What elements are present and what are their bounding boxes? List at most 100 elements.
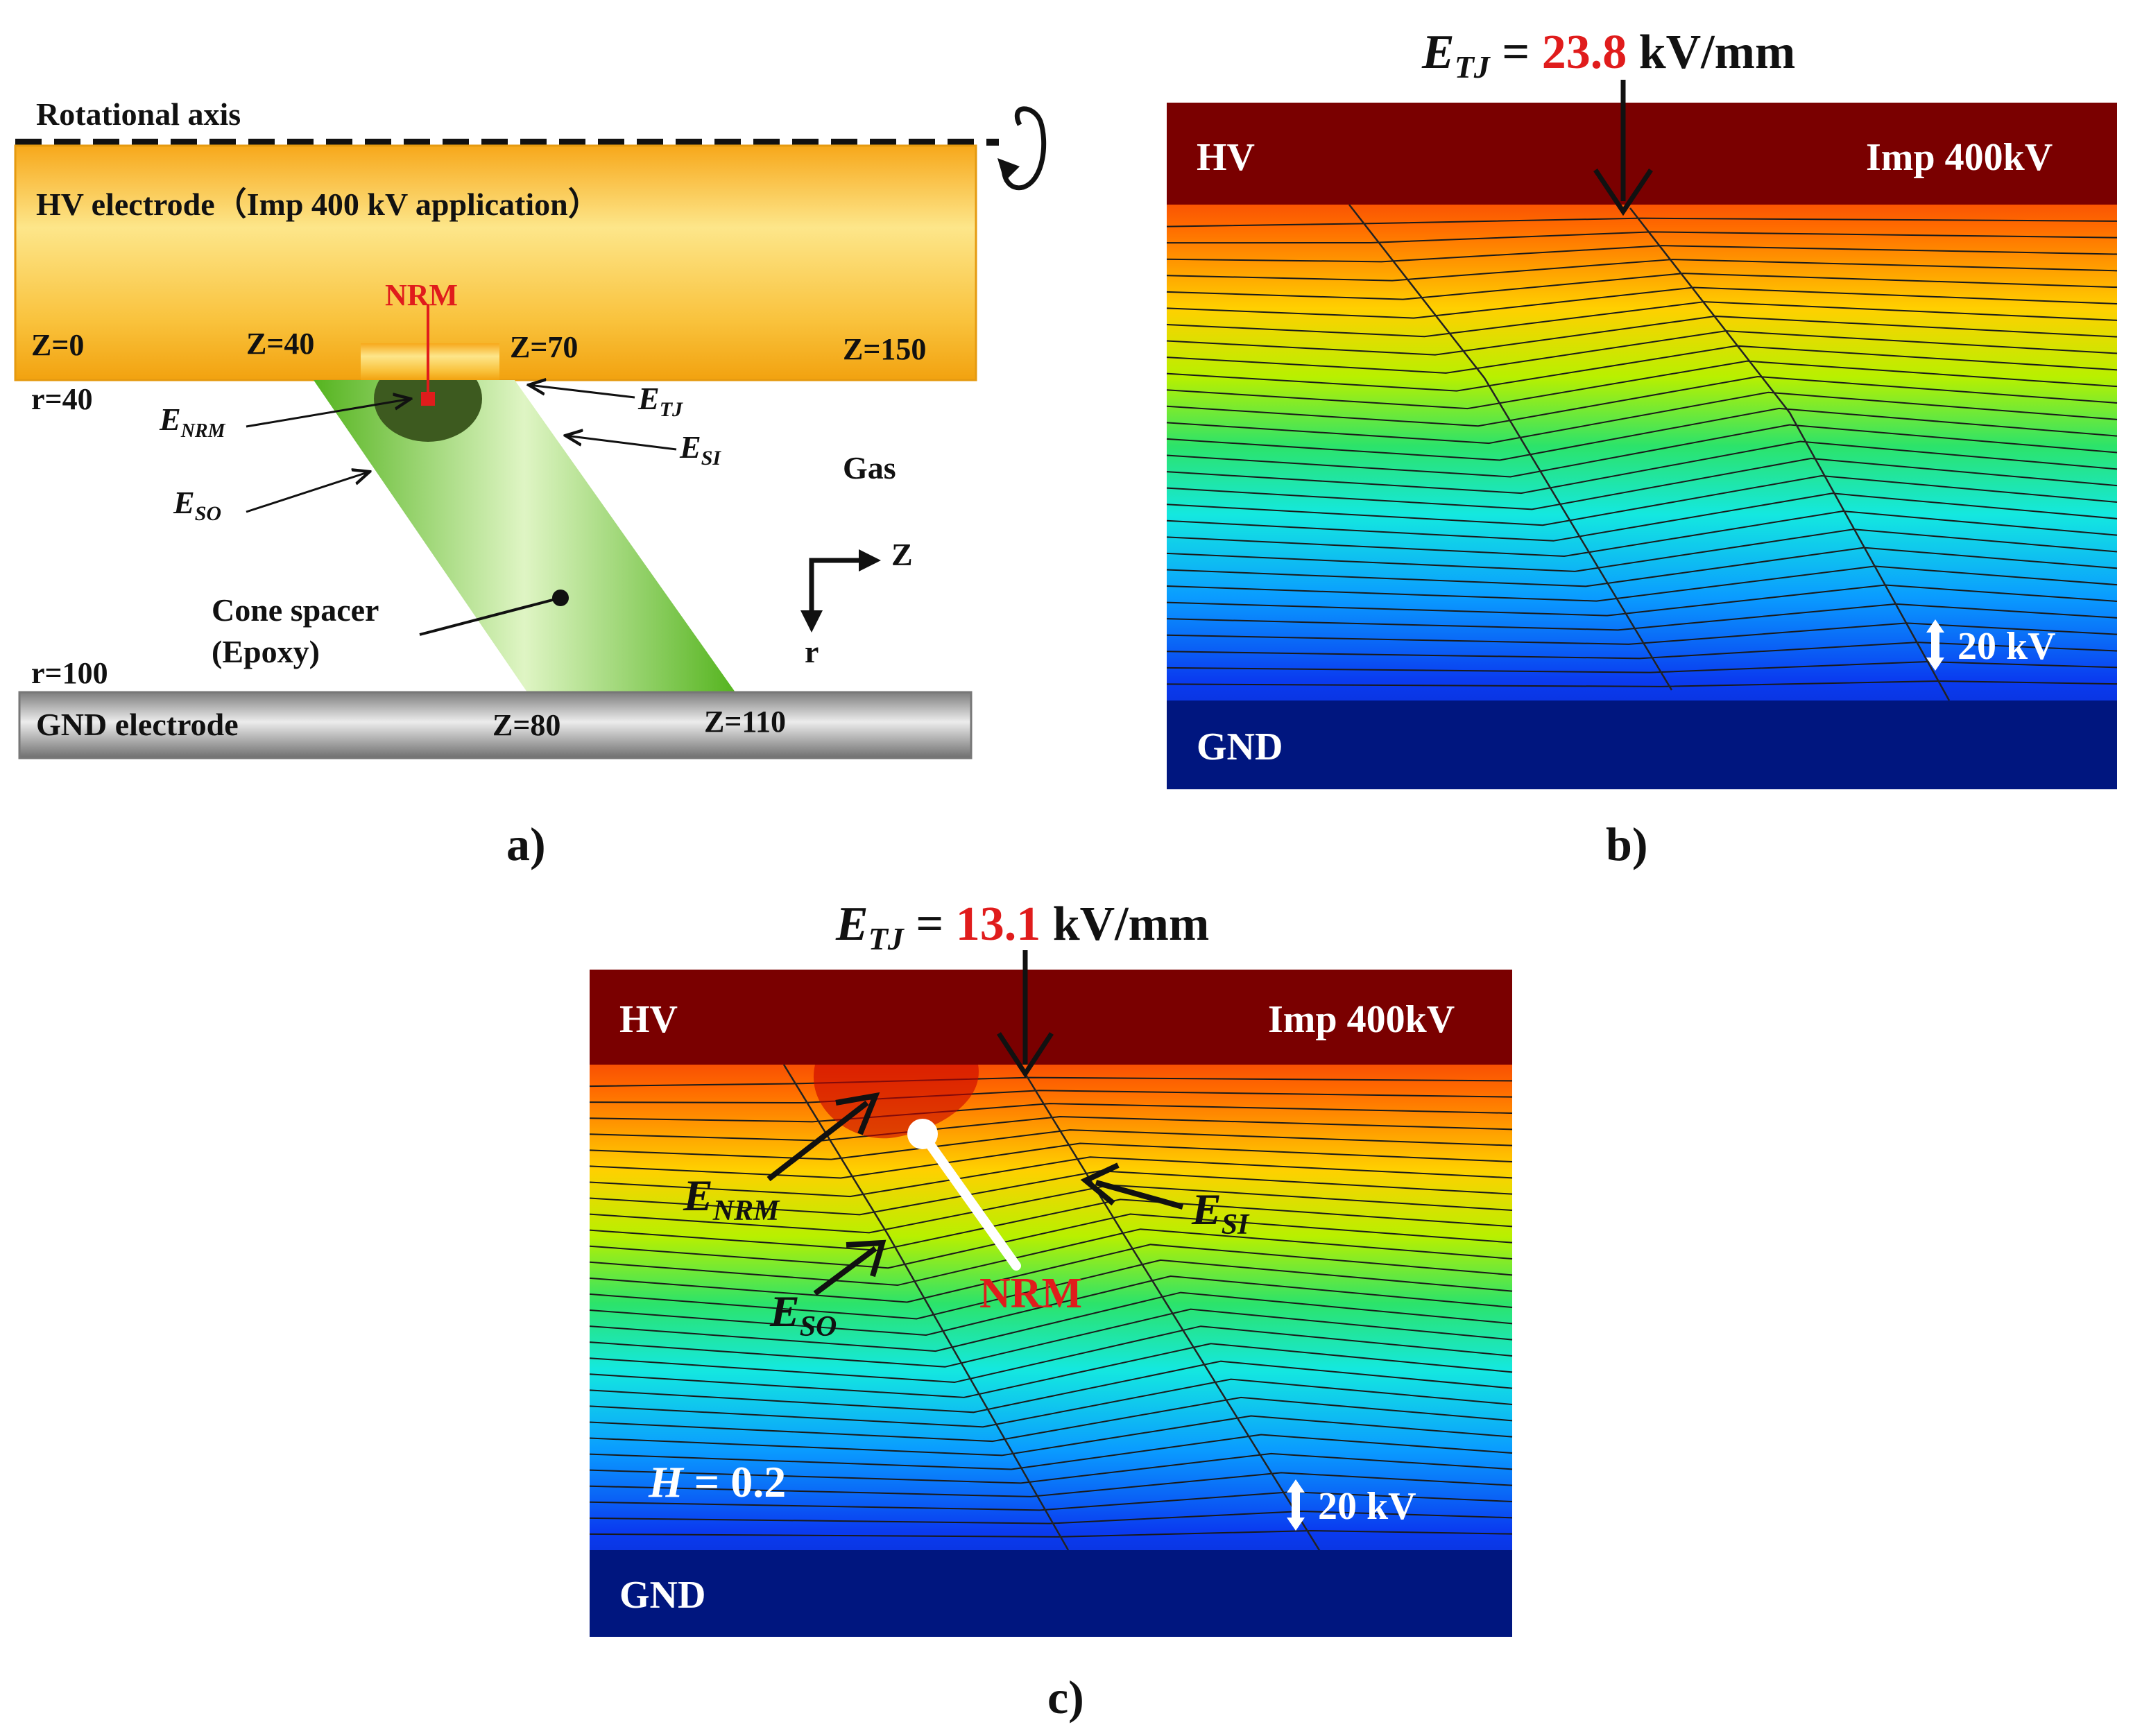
rotational-axis-label: Rotational axis bbox=[36, 96, 241, 132]
z70-label: Z=70 bbox=[510, 330, 578, 364]
equipotential-line bbox=[1166, 375, 2118, 427]
panel-a: Rotational axis HV electrode（Imp 400 kV … bbox=[14, 96, 1047, 870]
z110-label: Z=110 bbox=[704, 705, 786, 739]
hv-electrode-label: HV electrode（Imp 400 kV application） bbox=[36, 187, 600, 222]
hv-label-c: HV bbox=[619, 998, 678, 1041]
spacer-interface-right-b bbox=[1629, 207, 1951, 701]
e-so-arrowhead-c bbox=[846, 1239, 886, 1278]
equipotential-line bbox=[1166, 259, 2118, 282]
equipotential-line bbox=[1166, 528, 2118, 572]
etj-readout-c: ETJ = 13.1 kV/mm bbox=[835, 897, 1209, 956]
equipotential-line bbox=[1166, 330, 2118, 374]
equipotential-line bbox=[1166, 565, 2118, 602]
axis-r-label: r bbox=[805, 634, 819, 669]
equipotential-line bbox=[589, 1510, 1513, 1524]
equipotential-line bbox=[1166, 424, 2118, 478]
scale-arrow-icon-c bbox=[1287, 1479, 1305, 1531]
e-si-arrow bbox=[565, 436, 677, 451]
imp-label-c: Imp 400kV bbox=[1268, 998, 1455, 1041]
equipotential-line bbox=[589, 1360, 1513, 1413]
etj-readout-b: ETJ = 23.8 kV/mm bbox=[1421, 26, 1795, 85]
imp-label-b: Imp 400kV bbox=[1866, 136, 2053, 179]
equipotential-line bbox=[1166, 217, 2118, 227]
e-so-label-c: ESO bbox=[769, 1287, 837, 1343]
e-so-arrow bbox=[246, 472, 370, 513]
equipotential-lines-c bbox=[589, 1076, 1513, 1538]
equipotential-line bbox=[1166, 474, 2118, 526]
equipotential-line bbox=[589, 1142, 1513, 1179]
equipotential-line bbox=[1166, 458, 2118, 510]
equipotential-line bbox=[589, 1228, 1513, 1287]
gnd-electrode bbox=[18, 691, 973, 759]
equipotential-line bbox=[1166, 642, 2118, 660]
equipotential-line bbox=[589, 1213, 1513, 1269]
equipotential-line bbox=[589, 1434, 1513, 1470]
equipotential-line bbox=[1166, 547, 2118, 587]
nrm-needle-tip-c bbox=[907, 1119, 938, 1149]
panel-b: ETJ = 23.8 kV/mm HV Imp 400kV GND 20 kV … bbox=[1166, 26, 2118, 870]
equipotential-line bbox=[589, 1275, 1513, 1337]
e-nrm-arrow bbox=[246, 399, 411, 428]
equipotential-line bbox=[589, 1291, 1513, 1352]
equipotential-line bbox=[589, 1452, 1513, 1484]
z40-label: Z=40 bbox=[246, 327, 314, 361]
hv-electrode bbox=[14, 144, 977, 381]
e-si-label: ESI bbox=[679, 429, 721, 470]
equipotential-line bbox=[589, 1529, 1513, 1538]
spacer-interface-right-c bbox=[1018, 1064, 1323, 1554]
spacer-label-line1: Cone spacer bbox=[212, 592, 379, 628]
z0-label: Z=0 bbox=[31, 328, 84, 362]
rotation-arrowhead-icon bbox=[997, 158, 1020, 182]
equipotential-lines-b bbox=[1166, 217, 2118, 687]
etj-arrowhead-b bbox=[1593, 169, 1653, 216]
gnd-electrode-label: GND electrode bbox=[36, 707, 239, 742]
spacer-pointer bbox=[419, 596, 561, 636]
equipotential-line bbox=[1166, 407, 2118, 461]
field-map-b bbox=[1167, 103, 2117, 789]
cone-spacer bbox=[314, 380, 735, 692]
scale-label-c: 20 kV bbox=[1318, 1485, 1416, 1528]
equipotential-line bbox=[1166, 680, 2118, 687]
field-map-c bbox=[590, 970, 1512, 1637]
e-nrm-label: ENRM bbox=[159, 402, 226, 442]
equipotential-line bbox=[589, 1259, 1513, 1320]
equipotential-line bbox=[589, 1491, 1513, 1511]
r40-label: r=40 bbox=[31, 382, 93, 416]
scale-arrow-icon-b bbox=[1926, 619, 1944, 671]
equipotential-line bbox=[1166, 492, 2118, 542]
r-axis-arrowhead-icon bbox=[800, 610, 823, 633]
equipotential-line bbox=[589, 1308, 1513, 1368]
spacer-interface-left-c bbox=[782, 1064, 1070, 1551]
hv-label-b: HV bbox=[1197, 136, 1255, 179]
z-axis-arrowhead-icon bbox=[859, 549, 881, 571]
nrm-region-mask bbox=[361, 343, 499, 380]
equipotential-line bbox=[1166, 440, 2118, 495]
caption-a: a) bbox=[506, 818, 546, 870]
equipotential-line bbox=[1166, 622, 2118, 645]
equipotential-line bbox=[1166, 584, 2118, 617]
gnd-label-c: GND bbox=[619, 1574, 705, 1617]
equipotential-line bbox=[1166, 391, 2118, 445]
e-si-arrow-c bbox=[1095, 1180, 1184, 1210]
equipotential-line bbox=[1166, 603, 2118, 631]
axis-z-label: Z bbox=[891, 537, 913, 572]
nrm-label-c: NRM bbox=[979, 1270, 1082, 1317]
rotation-arrow-icon bbox=[1001, 106, 1047, 191]
scale-label-b: 20 kV bbox=[1958, 625, 2056, 668]
r100-label: r=100 bbox=[31, 656, 108, 690]
equipotential-line bbox=[1166, 510, 2118, 557]
equipotential-line bbox=[1166, 301, 2118, 338]
e-nrm-arrow-c bbox=[766, 1100, 869, 1182]
z150-label: Z=150 bbox=[843, 332, 926, 366]
etj-arrowhead-c bbox=[997, 1032, 1054, 1078]
e-tj-arrow bbox=[529, 385, 635, 399]
nrm-needle-c bbox=[918, 1129, 1021, 1271]
spacer-pointer-dot bbox=[552, 590, 569, 606]
equipotential-line bbox=[1166, 286, 2118, 319]
equipotential-line bbox=[1166, 360, 2118, 410]
h-label-c: H = 0.2 bbox=[648, 1457, 786, 1506]
gnd-band-c bbox=[590, 1550, 1512, 1637]
e-so-arrow-c bbox=[813, 1246, 877, 1296]
equipotential-line bbox=[1166, 315, 2118, 356]
